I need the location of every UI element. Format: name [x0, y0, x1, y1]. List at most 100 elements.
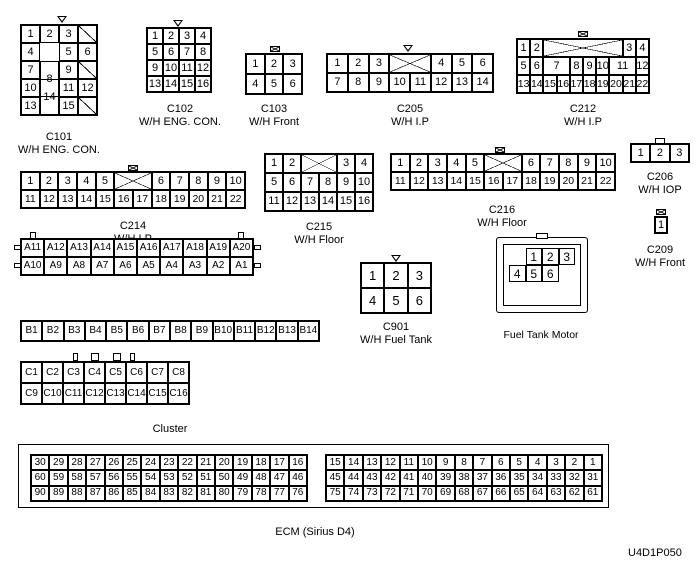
- pin-cell: 6: [491, 455, 510, 471]
- pin-cell: 6: [151, 172, 171, 190]
- pin-cell: B8: [170, 321, 192, 341]
- pin-cell: 38: [454, 470, 474, 486]
- pin-cell: A18: [183, 239, 207, 257]
- pin-cell: 79: [233, 485, 252, 501]
- pin-cell: 22: [596, 172, 615, 190]
- pin-cell: A4: [160, 257, 184, 275]
- latch: [130, 353, 135, 361]
- pin-cell: 29: [49, 455, 68, 471]
- pin-cell: 5: [265, 173, 283, 192]
- pin-cell: C7: [147, 362, 168, 383]
- pin-cell: 4: [361, 288, 385, 313]
- pin-cell: 2: [542, 248, 559, 265]
- pin-cell: 22: [178, 455, 197, 471]
- pin-cell: 6: [472, 54, 493, 73]
- pin-cell: 32: [565, 470, 584, 486]
- pin-cell: 14: [344, 455, 363, 471]
- pin-cell: 10: [355, 173, 373, 192]
- pin-cell: 87: [86, 485, 105, 501]
- pin-cell: 74: [344, 485, 363, 501]
- pin-cell: 7: [540, 154, 559, 172]
- pin-cell: 21: [577, 172, 597, 190]
- pin-cell: 6: [78, 43, 97, 61]
- pin-cell: 14: [472, 73, 493, 92]
- pin-cell: 89: [49, 485, 68, 501]
- pin-cell: 2: [565, 455, 584, 471]
- pin-cell: 42: [381, 470, 400, 486]
- pin-cell: 19: [170, 190, 189, 208]
- pin-cell: 4: [528, 455, 547, 471]
- pin-cell: 4: [446, 154, 466, 172]
- pin-cell: 2: [409, 154, 429, 172]
- pin-cell: 3: [622, 39, 636, 57]
- pin-cell: 51: [196, 470, 215, 486]
- pin-cell: 5: [465, 154, 485, 172]
- pin-cell: 20: [214, 455, 234, 471]
- pin-cell: 14: [446, 172, 466, 190]
- pin-cell: 84: [141, 485, 160, 501]
- pin-cell: 70: [417, 485, 437, 501]
- pin-cell: 3: [337, 154, 355, 173]
- pin-cell: C3: [63, 362, 84, 383]
- pin-cell: C10: [42, 383, 63, 404]
- fuel-tank-motor-inner: [503, 244, 581, 306]
- pin-cell: A6: [113, 257, 137, 275]
- pin-cell: 69: [436, 485, 455, 501]
- pin-cell: 4: [21, 43, 40, 61]
- pin-cell: 25: [122, 455, 142, 471]
- ecm-housing: [18, 444, 609, 508]
- pin-cell: 41: [399, 470, 418, 486]
- pin-cell: 44: [344, 470, 363, 486]
- pin-cell: 21: [196, 455, 215, 471]
- pin-cell: 80: [214, 485, 234, 501]
- latch: [495, 147, 505, 153]
- key-triangle: [173, 20, 183, 27]
- pin-cell: 17: [569, 75, 583, 93]
- pin-cell: 13: [362, 455, 382, 471]
- pin-cell: 18: [521, 172, 541, 190]
- pin-cell: 56: [104, 470, 123, 486]
- pin-cell: 10: [417, 455, 437, 471]
- pin-cell: 15: [326, 455, 345, 471]
- pin-cell: 3: [58, 172, 77, 190]
- pin-cell: 9: [59, 61, 78, 79]
- pin-cell: 12: [430, 73, 452, 92]
- pin-cell: 15: [179, 76, 195, 92]
- pin-cell: 11: [399, 455, 418, 471]
- pin-cell: 10: [389, 73, 410, 92]
- pin-cell: 3: [59, 25, 78, 43]
- pin-cell: 3: [179, 28, 195, 44]
- pin-cell: C1: [21, 362, 42, 383]
- pin-cell: 9: [207, 172, 227, 190]
- pin-cell: 5: [509, 455, 529, 471]
- pin-cell: 13: [428, 172, 447, 190]
- pin-cell: B1: [21, 321, 43, 341]
- pin-cell: 28: [67, 455, 87, 471]
- pin-cell: 1: [327, 54, 348, 73]
- pin-cell: 16: [195, 76, 211, 92]
- pin-cell: 62: [565, 485, 584, 501]
- pin-cell: 21: [622, 75, 636, 93]
- pin-cell: 2: [347, 54, 369, 73]
- pin-cell: 3: [558, 248, 575, 265]
- latch: [113, 353, 121, 361]
- pin-cell: 1: [147, 28, 163, 44]
- pin-cell: 55: [122, 470, 142, 486]
- pin-cell: 10: [163, 60, 179, 76]
- pin-cell: 12: [39, 190, 59, 208]
- pin-cell: 15: [465, 172, 485, 190]
- pin-cell: 4: [76, 172, 96, 190]
- pin-cell: 37: [473, 470, 492, 486]
- pin-cell: 1: [265, 154, 283, 173]
- pin-cell: 85: [122, 485, 142, 501]
- pin-cell: A10: [21, 257, 45, 275]
- pin-cell: 1: [631, 144, 651, 162]
